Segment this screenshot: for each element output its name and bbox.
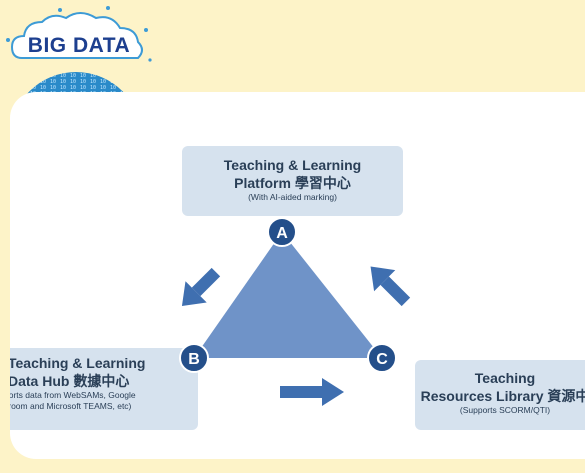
node-b-circle: B	[179, 343, 209, 373]
node-b-title-line2: Data Hub 數據中心	[10, 373, 130, 389]
node-b-letter: B	[188, 351, 200, 368]
cycle-diagram: A B C	[179, 217, 411, 406]
arrow-a-to-b-icon	[181, 267, 221, 307]
node-a-title-line2: Platform 學習中心	[234, 175, 351, 191]
node-c-circle: C	[367, 343, 397, 373]
logo-text: BIG DATA	[27, 34, 131, 57]
node-c-letter: C	[376, 351, 388, 368]
node-b-title-line1: Teaching & Learning	[10, 355, 146, 371]
node-a-note: (With AI-aided marking)	[248, 192, 337, 202]
arrow-b-to-c-icon	[280, 378, 344, 406]
node-a-letter: A	[276, 225, 288, 242]
triangle-shape	[194, 232, 382, 358]
node-b-box: Teaching & Learning Data Hub 數據中心 ports …	[10, 348, 198, 430]
arrow-c-to-a-icon	[370, 266, 411, 307]
node-c-note: (Supports SCORM/QTI)	[459, 405, 551, 415]
node-b-note-line2: sroom and Microsoft TEAMS, etc)	[10, 401, 132, 411]
node-b-note-line1: ports data from WebSAMs, Google	[10, 390, 136, 400]
node-a-circle: A	[267, 217, 297, 247]
node-c-title-line2: Resources Library 資源中	[420, 388, 585, 404]
node-c-box: Teaching Resources Library 資源中 (Supports…	[415, 360, 585, 430]
node-a-title-line1: Teaching & Learning	[223, 157, 362, 173]
node-a-box: Teaching & Learning Platform 學習中心 (With …	[182, 146, 403, 216]
node-c-title-line1: Teaching	[474, 370, 536, 386]
diagram-panel: Teaching & Learning Platform 學習中心 (With …	[10, 92, 585, 459]
